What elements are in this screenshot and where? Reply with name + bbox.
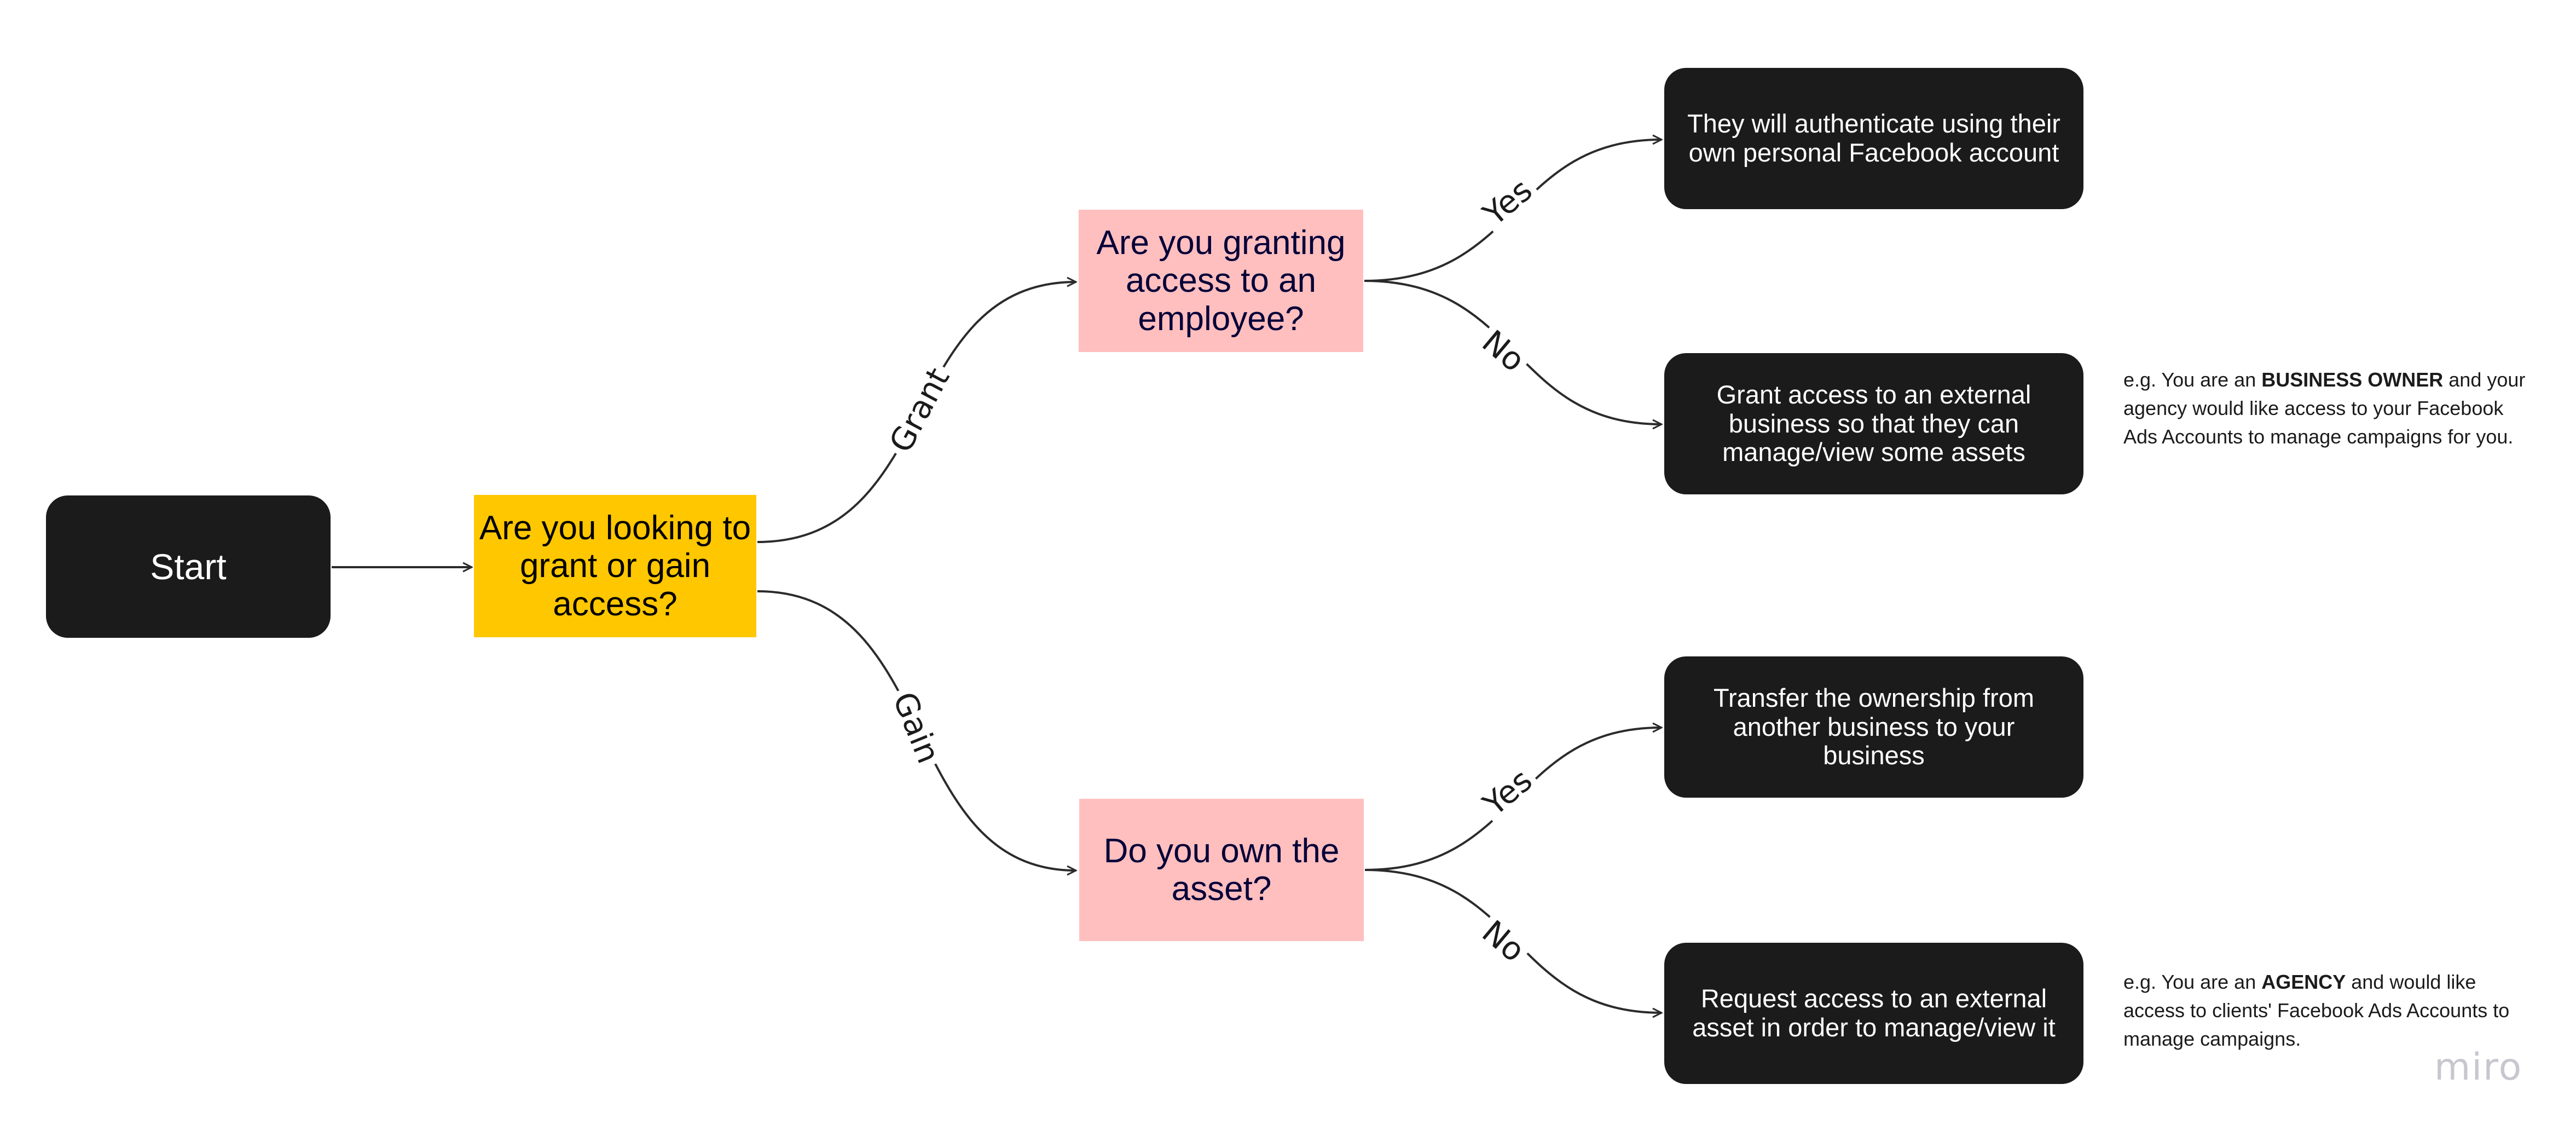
decision-own-asset-label: Do you own the asset? [1103, 832, 1340, 908]
note-business-owner-bold: BUSINESS OWNER [2261, 368, 2444, 391]
start-label: Start [150, 546, 227, 587]
result-employee-no-label: Grant access to an external business so … [1716, 380, 2031, 467]
result-own-no[interactable]: Request access to an external asset in o… [1664, 943, 2083, 1084]
result-own-no-label: Request access to an external asset in o… [1692, 984, 2056, 1042]
decision-employee[interactable]: Are you granting access to an employee? [1079, 210, 1363, 352]
note-business-owner: e.g. You are an BUSINESS OWNER and your … [2123, 366, 2528, 451]
note-business-owner-prefix: e.g. You are an [2123, 368, 2262, 391]
note-agency-bold: AGENCY [2261, 971, 2346, 993]
result-own-yes-label: Transfer the ownership from another busi… [1714, 683, 2034, 770]
miro-watermark: miro [2434, 1046, 2523, 1089]
note-business-owner-suffix: and your agency would like access to you… [2123, 368, 2526, 448]
result-employee-yes[interactable]: They will authenticate using their own p… [1664, 68, 2083, 209]
note-agency-suffix: and would like access to clients' Facebo… [2123, 971, 2510, 1050]
result-own-yes[interactable]: Transfer the ownership from another busi… [1664, 656, 2083, 798]
decision-employee-label: Are you granting access to an employee? [1096, 223, 1346, 338]
decision-grant-or-gain-label: Are you looking to grant or gain access? [479, 509, 751, 623]
result-employee-no[interactable]: Grant access to an external business so … [1664, 353, 2083, 494]
decision-grant-or-gain[interactable]: Are you looking to grant or gain access? [474, 495, 756, 637]
note-agency-prefix: e.g. You are an [2123, 971, 2262, 993]
result-employee-yes-label: They will authenticate using their own p… [1687, 109, 2060, 167]
decision-own-asset[interactable]: Do you own the asset? [1079, 799, 1364, 941]
start-node[interactable]: Start [46, 495, 331, 638]
note-agency: e.g. You are an AGENCY and would like ac… [2123, 968, 2528, 1053]
